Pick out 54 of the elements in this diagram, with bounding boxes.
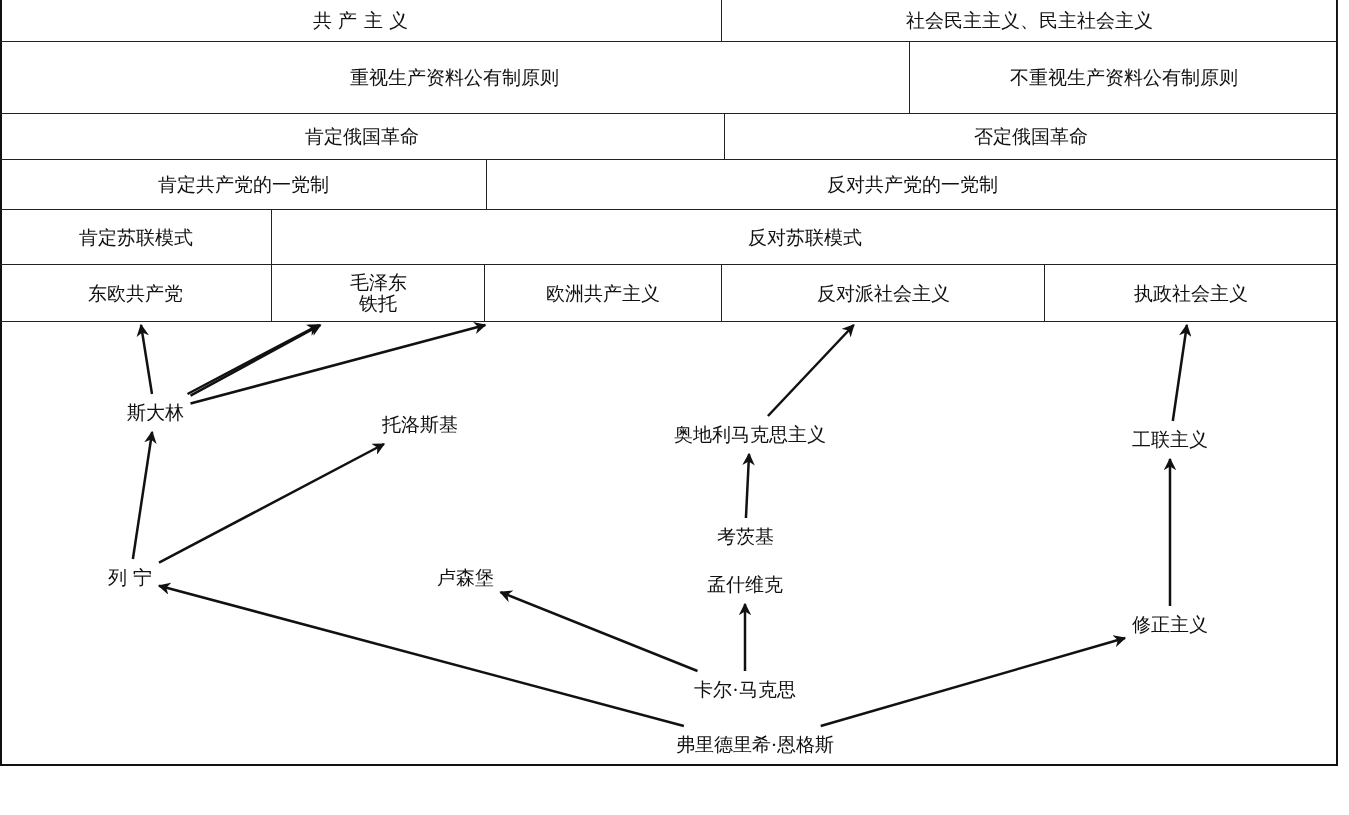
cell-label: 执政社会主义 bbox=[1134, 282, 1248, 304]
table-cell bbox=[1045, 265, 1338, 322]
table-cell bbox=[910, 42, 1338, 114]
cell-label: 反对派社会主义 bbox=[816, 282, 950, 304]
table-cell bbox=[722, 265, 1045, 322]
name-label: 考茨基 bbox=[712, 521, 778, 553]
table-cell bbox=[0, 265, 272, 322]
cell-label: 欧洲共产主义 bbox=[546, 282, 660, 304]
name-label: 孟什维克 bbox=[703, 569, 787, 601]
arrow bbox=[820, 635, 1127, 728]
arrow bbox=[738, 602, 752, 671]
table-cell bbox=[0, 0, 722, 42]
name-label: 奥地利马克思主义 bbox=[670, 419, 830, 451]
cell-label: 共 产 主 义 bbox=[313, 10, 408, 31]
name-label: 托洛斯基 bbox=[378, 409, 462, 441]
table-cell bbox=[0, 210, 272, 265]
cell-label: 不重视生产资料公有制原则 bbox=[1009, 67, 1238, 88]
arrow bbox=[499, 590, 698, 673]
cell-label: 社会民主主义、民主社会主义 bbox=[906, 10, 1153, 31]
table-cell bbox=[0, 42, 910, 114]
table-cell bbox=[0, 160, 487, 210]
arrow bbox=[136, 323, 154, 395]
cell-label: 肯定俄国革命 bbox=[305, 126, 419, 147]
arrow bbox=[767, 324, 855, 417]
table-cell bbox=[722, 0, 1338, 42]
cell-label: 肯定共产党的一党制 bbox=[157, 174, 329, 195]
name-label: 列 宁 bbox=[104, 562, 156, 594]
cell-label: 铁托 bbox=[359, 293, 397, 314]
table-cell bbox=[272, 265, 485, 322]
name-label: 工联主义 bbox=[1128, 424, 1212, 456]
arrow bbox=[1163, 457, 1177, 606]
name-label: 卢森堡 bbox=[432, 562, 498, 594]
name-label: 斯大林 bbox=[122, 397, 188, 429]
cell-label: 重视生产资料公有制原则 bbox=[350, 67, 559, 88]
name-label: 卡尔·马克思 bbox=[690, 674, 800, 706]
cell-label: 毛泽东 bbox=[349, 272, 407, 293]
cell-label: 反对共产党的一党制 bbox=[826, 174, 998, 195]
cell-label: 肯定苏联模式 bbox=[78, 226, 193, 248]
name-label: 修正主义 bbox=[1128, 609, 1212, 641]
cell-label: 反对苏联模式 bbox=[747, 226, 862, 248]
table-cell bbox=[272, 210, 1338, 265]
cell-label: 东欧共产党 bbox=[88, 282, 183, 304]
arrow bbox=[131, 430, 157, 560]
table-cell bbox=[485, 265, 722, 322]
name-label: 弗里德里希·恩格斯 bbox=[672, 729, 838, 761]
arrow bbox=[742, 452, 755, 519]
arrow bbox=[157, 582, 685, 728]
arrow bbox=[190, 321, 487, 405]
arrow bbox=[1171, 323, 1192, 422]
table-cell bbox=[725, 114, 1338, 160]
arrow bbox=[158, 442, 386, 564]
table-cell bbox=[0, 114, 725, 160]
table-cell bbox=[487, 160, 1338, 210]
cell-label: 否定俄国革命 bbox=[974, 126, 1088, 147]
